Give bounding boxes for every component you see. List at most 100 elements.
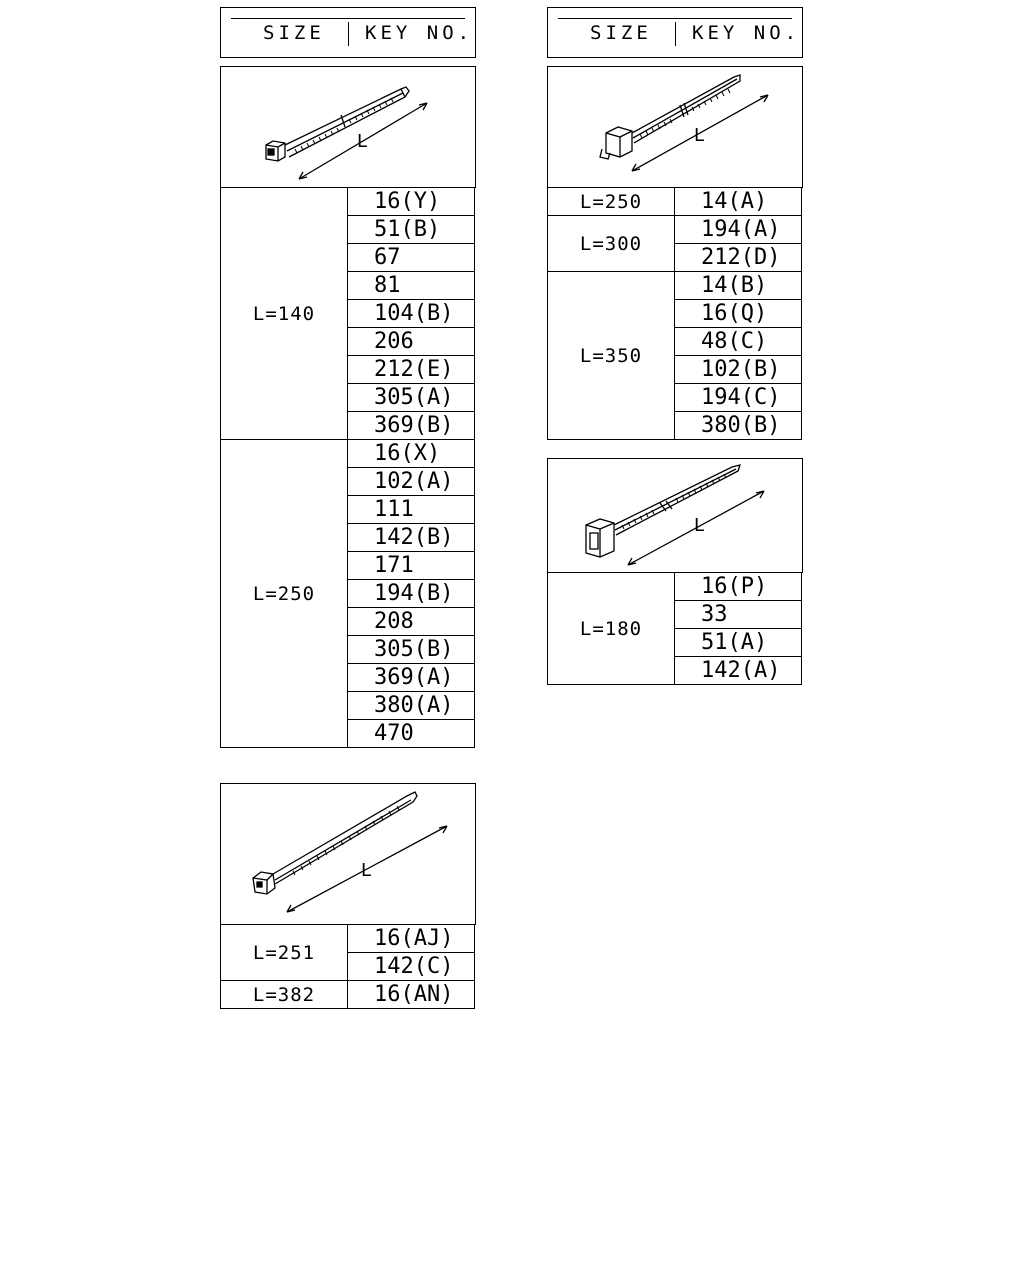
key-no-cell: 16(AN): [347, 980, 475, 1009]
key-no-cell: 16(AJ): [347, 924, 475, 953]
cable-tie-clip-image-panel: L: [547, 66, 803, 188]
key-no-cell: 51(B): [347, 215, 475, 244]
key-no-cell: 14(A): [674, 187, 802, 216]
table-row: 102(A): [221, 467, 475, 496]
key-no-cell: 142(B): [347, 523, 475, 552]
table-row: 142(A): [548, 656, 802, 685]
key-no-cell: 67: [347, 243, 475, 272]
table-row: 194(C): [548, 383, 802, 412]
table-row: 305(B): [221, 635, 475, 664]
table-row: 212(D): [548, 243, 802, 272]
table-row: 305(A): [221, 383, 475, 412]
table-row: 142(B): [221, 523, 475, 552]
table-row: 206: [221, 327, 475, 356]
key-no-cell: 16(P): [674, 572, 802, 601]
header-rule: [558, 18, 792, 19]
table-row: 142(C): [221, 952, 475, 981]
table-row: 212(E): [221, 355, 475, 384]
key-no-cell: 380(A): [347, 691, 475, 720]
size-cell: L=250: [547, 187, 675, 216]
key-no-cell: 369(B): [347, 411, 475, 440]
key-no-cell: 104(B): [347, 299, 475, 328]
key-no-cell: 369(A): [347, 663, 475, 692]
dimension-label: L: [694, 515, 704, 536]
size-header: SIZE: [590, 22, 652, 44]
left-header: SIZE KEY NO.: [220, 7, 476, 58]
key-no-cell: 33: [674, 600, 802, 629]
key-no-cell: 212(D): [674, 243, 802, 272]
table-row: 369(A): [221, 663, 475, 692]
key-no-cell: 16(Q): [674, 299, 802, 328]
table-row: 111: [221, 495, 475, 524]
size-cell: L=300: [547, 215, 675, 272]
table-row: 380(B): [548, 411, 802, 440]
dimension-label: L: [357, 131, 367, 152]
key-no-header: KEY NO.: [692, 22, 801, 44]
key-no-cell: 111: [347, 495, 475, 524]
key-no-cell: 102(A): [347, 467, 475, 496]
key-no-header: KEY NO.: [365, 22, 474, 44]
key-no-cell: 194(B): [347, 579, 475, 608]
key-no-cell: 48(C): [674, 327, 802, 356]
table-row: 470: [221, 719, 475, 748]
key-no-cell: 380(B): [674, 411, 802, 440]
key-no-cell: 305(B): [347, 635, 475, 664]
header-rule: [231, 18, 465, 19]
cable-tie-mount-icon: L: [585, 464, 765, 566]
table-row: 33: [548, 600, 802, 629]
dimension-label: L: [361, 860, 371, 881]
cable-tie-long-icon: L: [252, 791, 448, 913]
cable-tie-long-image-panel: L: [220, 783, 476, 925]
key-no-cell: 470: [347, 719, 475, 748]
right-header: SIZE KEY NO.: [547, 7, 803, 58]
key-no-cell: 16(X): [347, 439, 475, 468]
table-row: 51(A): [548, 628, 802, 657]
key-no-cell: 16(Y): [347, 187, 475, 216]
key-no-cell: 142(A): [674, 656, 802, 685]
table-row: 208: [221, 607, 475, 636]
size-cell: L=382: [220, 980, 348, 1009]
key-no-cell: 212(E): [347, 355, 475, 384]
key-no-cell: 51(A): [674, 628, 802, 657]
key-no-cell: 208: [347, 607, 475, 636]
table-row: 102(B): [548, 355, 802, 384]
table-row: 67: [221, 243, 475, 272]
header-divider: [675, 22, 676, 46]
table-row: 104(B): [221, 299, 475, 328]
key-no-cell: 81: [347, 271, 475, 300]
size-cell: L=250: [220, 439, 348, 748]
cable-tie-clip-icon: L: [599, 74, 769, 172]
table-row: 380(A): [221, 691, 475, 720]
table-row: 48(C): [548, 327, 802, 356]
key-no-cell: 171: [347, 551, 475, 580]
key-no-cell: 194(C): [674, 383, 802, 412]
key-no-cell: 102(B): [674, 355, 802, 384]
header-divider: [348, 22, 349, 46]
cable-tie-icon: L: [265, 86, 428, 180]
table-row: 369(B): [221, 411, 475, 440]
key-no-cell: 206: [347, 327, 475, 356]
key-no-cell: 142(C): [347, 952, 475, 981]
size-header: SIZE: [263, 22, 325, 44]
cable-tie-mount-image-panel: L: [547, 458, 803, 573]
size-cell: L=251: [220, 924, 348, 981]
key-no-cell: 14(B): [674, 271, 802, 300]
size-cell: L=350: [547, 271, 675, 440]
size-cell: L=180: [547, 572, 675, 685]
key-no-cell: 305(A): [347, 383, 475, 412]
cable-tie-image-panel: L: [220, 66, 476, 188]
size-cell: L=140: [220, 187, 348, 440]
key-no-cell: 194(A): [674, 215, 802, 244]
dimension-label: L: [694, 125, 704, 146]
